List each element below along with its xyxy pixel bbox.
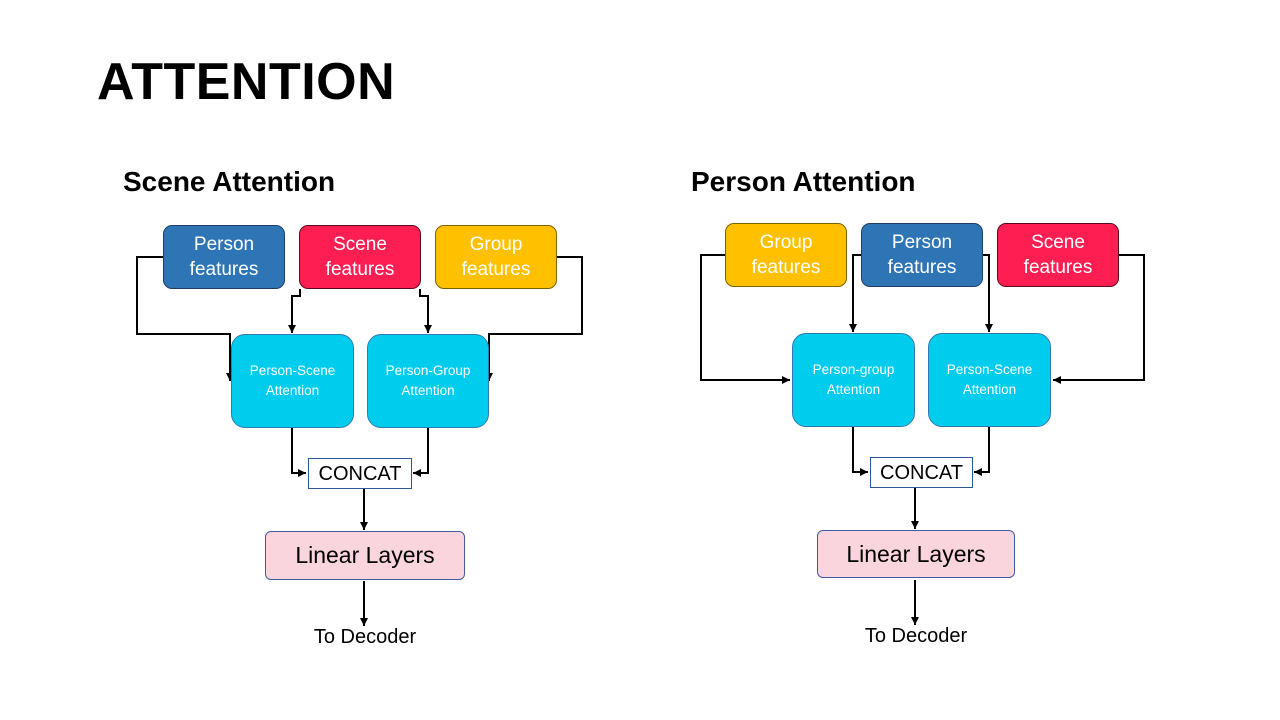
arrow-person-to-person-group [849,254,861,332]
node-label: Scene features [325,233,395,280]
person-group-attention-node: Person-Group Attention [367,334,489,428]
slide-title: ATTENTION [97,53,396,111]
arrow-person-scene-to-concat [291,428,306,477]
person-features-node: Person features [861,223,983,287]
scene-attention-title: Scene Attention [123,166,336,197]
to-decoder-label: To Decoder [864,625,968,647]
person-group-attention-node: Person-group Attention [792,333,915,427]
concat-node: CONCAT [308,458,412,489]
person-scene-attention-node: Person-Scene Attention [928,333,1051,427]
arrow-scene-to-person-scene [1053,254,1145,384]
node-label: Person-Group Attention [385,363,471,398]
node-label: Person-Scene Attention [249,363,336,398]
node-label: Person-group Attention [812,362,895,397]
arrow-scene-to-person-scene [288,289,301,333]
arrow-scene-to-person-group [419,289,432,333]
arrow-group-to-person-group [485,256,583,381]
person-scene-attention-node: Person-Scene Attention [231,334,354,428]
to-decoder-label: To Decoder [313,626,417,648]
node-label: Group features [461,233,531,280]
linear-layers-node: Linear Layers [265,531,465,580]
person-features-node: Person features [163,225,285,289]
node-label: Person-Scene Attention [946,362,1033,397]
arrow-person-group-to-concat [852,427,868,476]
arrow-person-group-to-concat [413,428,429,477]
arrow-person-scene-to-concat [974,427,990,476]
group-features-node: Group features [435,225,557,289]
arrow-group-to-person-group [700,254,790,384]
concat-node: CONCAT [870,457,973,488]
scene-features-node: Scene features [299,225,421,289]
linear-layers-node: Linear Layers [817,530,1015,578]
node-label: Person features [887,231,957,278]
arrow-person-to-person-scene [983,254,993,332]
node-label: Person features [189,233,259,280]
scene-features-node: Scene features [997,223,1119,287]
node-label: Group features [751,231,821,278]
arrow-person-to-person-scene [136,256,234,381]
person-attention-title: Person Attention [691,166,916,197]
group-features-node: Group features [725,223,847,287]
node-label: Scene features [1023,231,1093,278]
